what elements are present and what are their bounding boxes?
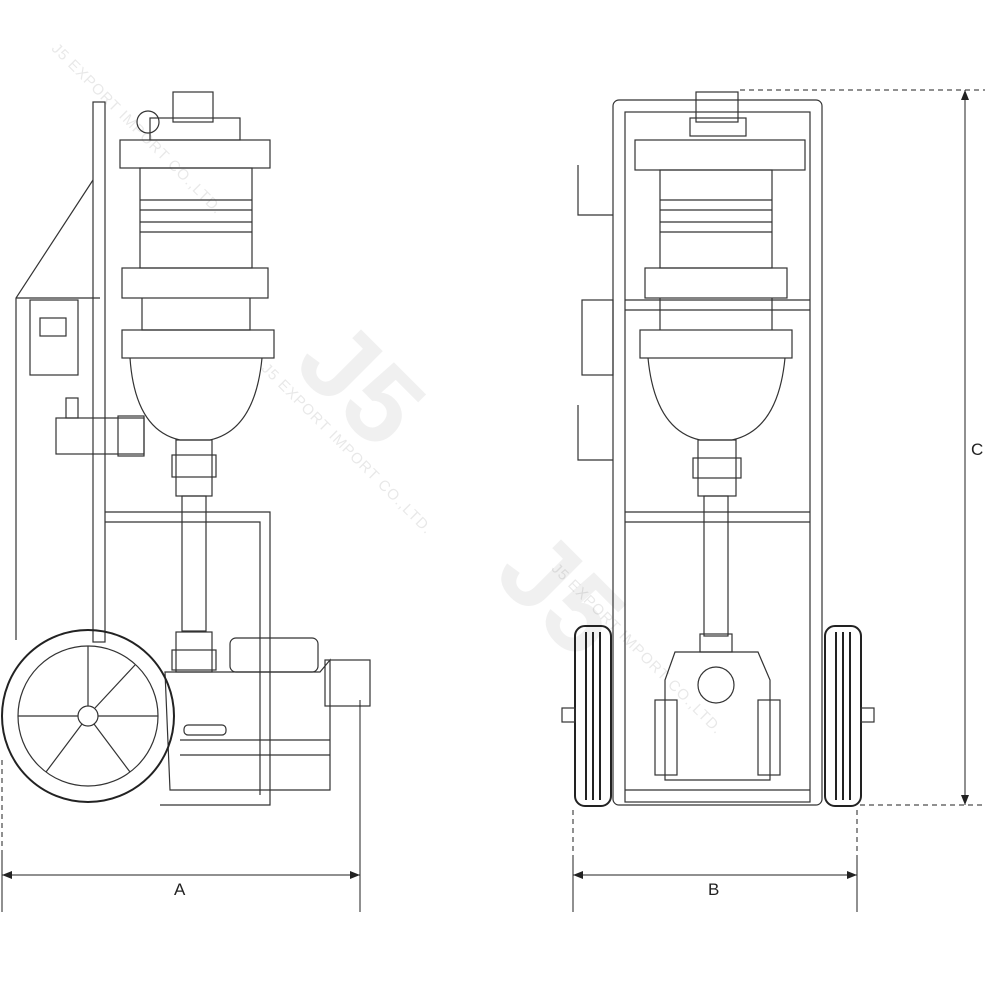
valve [55,417,145,455]
frame [612,99,823,806]
pump-front [625,633,810,791]
filter-unit-front [634,91,806,497]
dimension-c-label: C [971,440,984,459]
front-view [561,89,985,912]
wheel-side [1,629,175,803]
frame-handle-bar [92,101,106,643]
filter-unit [119,91,275,497]
wheel-right-front [824,625,875,807]
pump [164,631,371,791]
pump-nameplate [183,724,227,736]
side-view [1,91,371,912]
control-box [29,299,79,376]
pressure-gauge [136,110,160,134]
dimension-a-label: A [174,880,186,899]
wheel-left-front [561,625,612,807]
dimension-b-label: B [708,880,720,899]
